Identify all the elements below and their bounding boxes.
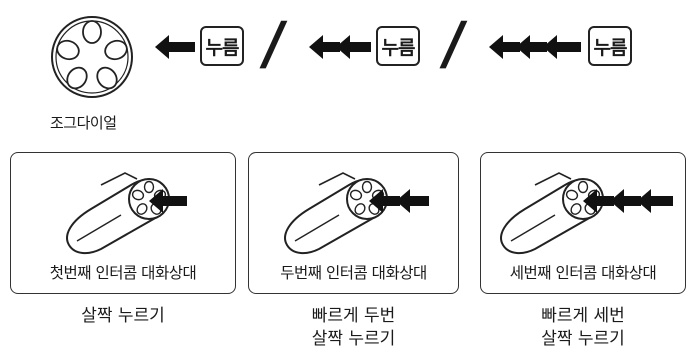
panel-caption-3: 빠르게 세번 살짝 누르기: [480, 305, 686, 351]
separator-slash: /: [258, 9, 289, 77]
triple-left-arrow-icon: [489, 35, 581, 59]
caption-line: 살짝 누르기: [81, 306, 165, 326]
left-arrow-icon: [155, 35, 195, 59]
caption-line: 빠르게 두번: [311, 306, 396, 326]
jog-dial-icon: [51, 16, 133, 98]
press-badge: 누름: [376, 26, 420, 66]
press-badge: 누름: [588, 26, 632, 66]
separator-slash: /: [438, 9, 469, 77]
jog-dial-label: 조그다이얼: [50, 114, 117, 132]
panel-caption-2: 빠르게 두번 살짝 누르기: [248, 305, 459, 351]
panel-label: 첫번째 인터콤 대화상대: [49, 264, 197, 282]
intercom-panel-2: 두번째 인터콤 대화상대: [248, 152, 459, 294]
caption-line: 살짝 누르기: [541, 329, 625, 349]
headset-device-icon: [500, 172, 604, 255]
caption-line: 빠르게 세번: [541, 306, 625, 326]
double-left-arrow-icon: [309, 35, 371, 59]
panel-caption-1: 살짝 누르기: [10, 305, 236, 328]
intercom-panel-1: 첫번째 인터콤 대화상대: [10, 152, 236, 294]
intercom-panel-3: 세번째 인터콤 대화상대: [480, 152, 686, 294]
panel-label: 두번째 인터콤 대화상대: [280, 264, 427, 282]
double-left-arrow-icon: [369, 189, 429, 213]
headset-device-icon: [284, 172, 388, 255]
left-arrow-icon: [149, 189, 187, 213]
triple-left-arrow-icon: [583, 189, 673, 213]
caption-line: 살짝 누르기: [311, 329, 396, 349]
press-badge: 누름: [200, 26, 244, 66]
panel-label: 세번째 인터콤 대화상대: [509, 264, 657, 282]
